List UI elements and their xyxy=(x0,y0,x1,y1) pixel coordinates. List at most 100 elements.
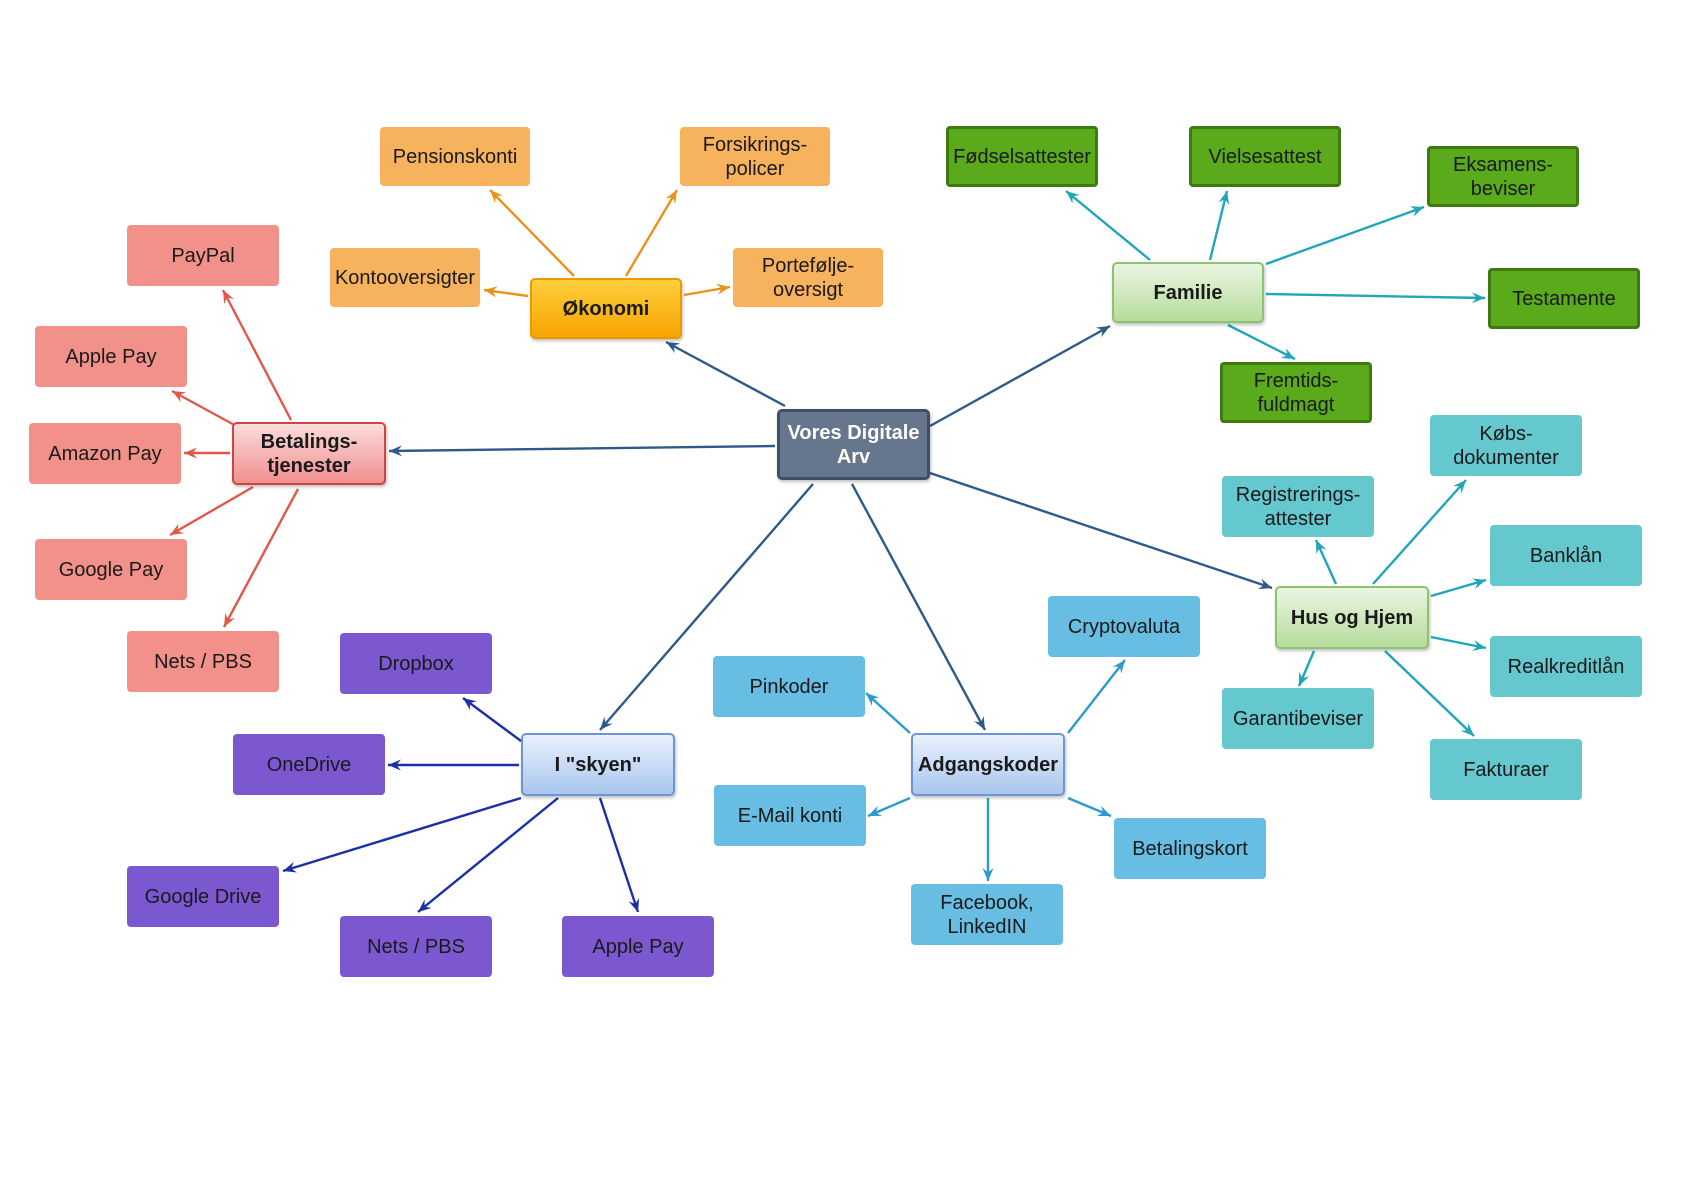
branch-betalingstjenester-node[interactable]: Betalings- tjenester xyxy=(232,422,386,485)
leaf-label: Kontooversigter xyxy=(334,266,476,289)
edge-hus-registreringsattester xyxy=(1314,539,1338,585)
leaf-betalingskort[interactable]: Betalingskort xyxy=(1114,818,1266,879)
leaf-label: Fakturaer xyxy=(1463,758,1549,781)
leaf-label: Google Drive xyxy=(144,885,262,908)
leaf-portefoljeoversigt[interactable]: Portefølje- oversigt xyxy=(733,248,883,307)
edge-okonomi-kontooversigter xyxy=(483,286,529,298)
edge-center-hus-og-hjem xyxy=(929,471,1273,590)
branch-adgangskoder-node[interactable]: Adgangskoder xyxy=(911,733,1065,796)
leaf-nets-pbs-cloud[interactable]: Nets / PBS xyxy=(340,916,492,977)
central-topic-node[interactable]: Vores Digitale Arv xyxy=(777,409,930,480)
leaf-fodselsattester[interactable]: Fødselsattester xyxy=(946,126,1098,187)
leaf-apple-pay[interactable]: Apple Pay xyxy=(35,326,187,387)
leaf-fremtidsfuldmagt[interactable]: Fremtids- fuldmagt xyxy=(1220,362,1372,423)
edge-center-okonomi xyxy=(665,340,786,408)
leaf-e-mail-konti[interactable]: E-Mail konti xyxy=(714,785,866,846)
leaf-google-drive[interactable]: Google Drive xyxy=(127,866,279,927)
edge-familie-fodselsattester xyxy=(1065,190,1151,261)
leaf-label: Testamente xyxy=(1512,287,1616,310)
edge-familie-vielsesattest xyxy=(1208,190,1230,261)
leaf-vielsesattest[interactable]: Vielsesattest xyxy=(1189,126,1341,187)
leaf-amazon-pay[interactable]: Amazon Pay xyxy=(29,423,181,484)
leaf-label: Pinkoder xyxy=(749,675,829,698)
central-topic-label: Vores Digitale Arv xyxy=(787,421,920,468)
edge-hus-banklan xyxy=(1430,578,1487,598)
leaf-label: OneDrive xyxy=(266,753,352,776)
branch-hus-og-hjem-node[interactable]: Hus og Hjem xyxy=(1275,586,1429,649)
leaf-label: Nets / PBS xyxy=(154,650,252,673)
edge-adg-cryptovaluta xyxy=(1067,659,1126,734)
leaf-label: Betalingskort xyxy=(1132,837,1248,860)
leaf-fakturaer[interactable]: Fakturaer xyxy=(1430,739,1582,800)
edge-betal-nets-pbs xyxy=(222,488,300,628)
leaf-registreringsattester[interactable]: Registrerings- attester xyxy=(1222,476,1374,537)
edge-hus-kobsdokumenter xyxy=(1372,479,1467,585)
leaf-label: Apple Pay xyxy=(65,345,157,368)
edge-skyen-nets-pbs xyxy=(417,797,559,913)
edge-center-i-skyen xyxy=(599,483,814,731)
edge-hus-fakturaer xyxy=(1384,650,1475,737)
leaf-label: Realkreditlån xyxy=(1507,655,1625,678)
leaf-pensionskonti[interactable]: Pensionskonti xyxy=(380,127,530,186)
leaf-label: Banklån xyxy=(1529,544,1603,567)
leaf-realkreditlan[interactable]: Realkreditlån xyxy=(1490,636,1642,697)
leaf-dropbox[interactable]: Dropbox xyxy=(340,633,492,694)
leaf-kontooversigter[interactable]: Kontooversigter xyxy=(330,248,480,307)
edge-okonomi-portefoljeoversigt xyxy=(683,283,731,297)
leaf-label: Fremtids- fuldmagt xyxy=(1253,369,1339,416)
leaf-label: Portefølje- oversigt xyxy=(761,254,855,301)
leaf-eksamensbeviser[interactable]: Eksamens- beviser xyxy=(1427,146,1579,207)
leaf-apple-pay-cloud[interactable]: Apple Pay xyxy=(562,916,714,977)
edge-adg-facebook-linkedin xyxy=(982,798,994,881)
edge-center-adgangskoder xyxy=(850,483,987,731)
edge-familie-testamente xyxy=(1265,292,1486,304)
branch-okonomi-node[interactable]: Økonomi xyxy=(530,278,682,339)
leaf-label: Fødselsattester xyxy=(953,145,1091,168)
leaf-label: Nets / PBS xyxy=(367,935,465,958)
leaf-cryptovaluta[interactable]: Cryptovaluta xyxy=(1048,596,1200,657)
leaf-label: Facebook, LinkedIN xyxy=(940,891,1034,938)
edge-betal-amazon-pay xyxy=(184,447,230,459)
branch-familie-node[interactable]: Familie xyxy=(1112,262,1264,323)
edge-betal-paypal xyxy=(221,289,293,421)
leaf-label: Vielsesattest xyxy=(1208,145,1322,168)
edge-adg-pinkoder xyxy=(865,692,911,734)
leaf-pinkoder[interactable]: Pinkoder xyxy=(713,656,865,717)
branch-betalingstjenester-label: Betalings- tjenester xyxy=(260,430,358,477)
leaf-label: Forsikrings- policer xyxy=(702,133,808,180)
leaf-label: Eksamens- beviser xyxy=(1452,153,1554,200)
leaf-onedrive[interactable]: OneDrive xyxy=(233,734,385,795)
leaf-garantibeviser[interactable]: Garantibeviser xyxy=(1222,688,1374,749)
branch-okonomi-label: Økonomi xyxy=(562,297,650,320)
leaf-label: E-Mail konti xyxy=(737,804,843,827)
leaf-forsikringspolicer[interactable]: Forsikrings- policer xyxy=(680,127,830,186)
leaf-label: Registrerings- attester xyxy=(1235,483,1361,530)
leaf-label: Google Pay xyxy=(58,558,164,581)
branch-adgangskoder-label: Adgangskoder xyxy=(917,753,1059,776)
leaf-label: PayPal xyxy=(171,244,235,267)
leaf-label: Cryptovaluta xyxy=(1067,615,1181,638)
leaf-facebook-linkedin[interactable]: Facebook, LinkedIN xyxy=(911,884,1063,945)
branch-i-skyen-node[interactable]: I "skyen" xyxy=(521,733,675,796)
branch-familie-label: Familie xyxy=(1153,281,1223,304)
leaf-label: Pensionskonti xyxy=(392,145,518,168)
leaf-testamente[interactable]: Testamente xyxy=(1488,268,1640,329)
leaf-nets-pbs[interactable]: Nets / PBS xyxy=(127,631,279,692)
edge-betal-google-pay xyxy=(169,485,254,537)
leaf-label: Købs- dokumenter xyxy=(1453,422,1559,469)
edge-betal-apple-pay xyxy=(171,389,239,429)
leaf-paypal[interactable]: PayPal xyxy=(127,225,279,286)
edge-skyen-dropbox xyxy=(462,697,522,742)
leaf-banklan[interactable]: Banklån xyxy=(1490,525,1642,586)
edge-skyen-apple-pay xyxy=(598,797,640,913)
edge-familie-fremtidsfuldmagt xyxy=(1227,323,1296,361)
edge-adg-betalingskort xyxy=(1067,796,1112,818)
leaf-kobsdokumenter[interactable]: Købs- dokumenter xyxy=(1430,415,1582,476)
edge-center-familie xyxy=(929,324,1111,428)
leaf-label: Garantibeviser xyxy=(1232,707,1364,730)
edge-hus-garantibeviser xyxy=(1297,650,1316,687)
edge-center-betalingstjenester xyxy=(388,444,776,457)
branch-hus-og-hjem-label: Hus og Hjem xyxy=(1290,606,1414,629)
leaf-google-pay[interactable]: Google Pay xyxy=(35,539,187,600)
